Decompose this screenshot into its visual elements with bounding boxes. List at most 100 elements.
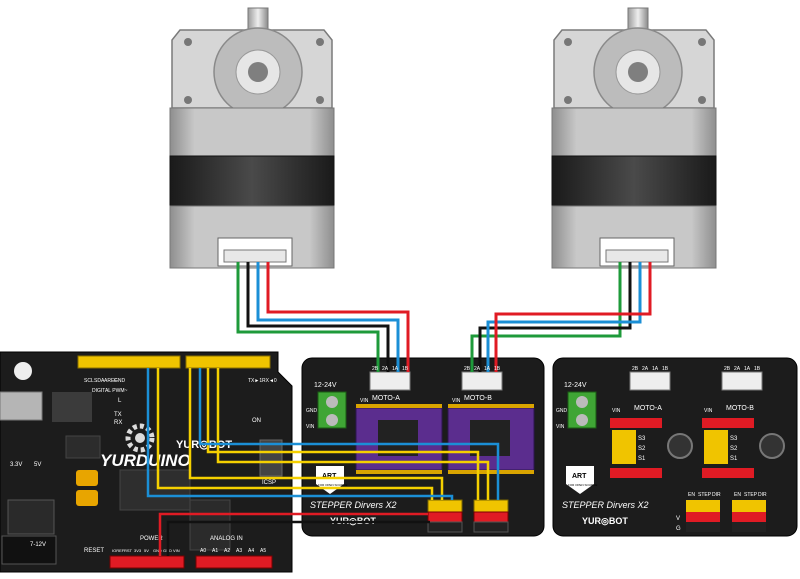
gnd-label: GND bbox=[114, 378, 126, 384]
pin-label: 2B bbox=[464, 366, 471, 372]
aref-label: AREF bbox=[104, 378, 117, 384]
wire-black-gnd bbox=[166, 520, 430, 556]
moto-b-label: MOTO-B bbox=[464, 395, 492, 402]
wire-red-b bbox=[494, 262, 652, 372]
s3b-label: S3 bbox=[730, 436, 738, 442]
arduino-model: YURDUINO bbox=[100, 451, 191, 470]
pin-label: 2A bbox=[642, 366, 649, 372]
shield-title-2: STEPPER Dirvers X2 bbox=[562, 500, 649, 510]
rx0-label: RX◄0 bbox=[262, 378, 277, 384]
sda-label: SDA bbox=[94, 378, 105, 384]
a1-label: A1 bbox=[212, 548, 218, 554]
wire-yellow-1 bbox=[156, 368, 434, 500]
shield-title: STEPPER Dirvers X2 bbox=[310, 500, 397, 510]
pin-label: 2A bbox=[474, 366, 481, 372]
wire-blue-a bbox=[256, 262, 400, 372]
wire-yellow-3 bbox=[206, 368, 480, 500]
pin-label: 2A bbox=[382, 366, 389, 372]
art-sub: FOR OPEN SOURCE bbox=[318, 483, 347, 487]
moto-a-label: MOTO-A bbox=[372, 395, 400, 402]
wire-blue-b bbox=[486, 262, 642, 372]
en-b-label: EN bbox=[734, 492, 741, 498]
gnd-label-2: GND bbox=[556, 408, 568, 414]
moto-a-pins-2: 2B 2A 1A 1B bbox=[632, 366, 669, 372]
pin-label: 1A bbox=[744, 366, 751, 372]
pin-label: 1A bbox=[484, 366, 491, 372]
stepper-motor-right bbox=[551, 7, 717, 269]
pgnd-label: GND bbox=[153, 548, 162, 553]
wire-red-a bbox=[266, 262, 410, 372]
vin-label-2: VIN bbox=[556, 424, 565, 430]
tx1-label: TX►1 bbox=[248, 378, 262, 384]
vin-b-label: VIN bbox=[452, 398, 461, 404]
a5-label: A5 bbox=[260, 548, 266, 554]
g-label: G bbox=[676, 526, 681, 532]
pin-label: 1A bbox=[652, 366, 659, 372]
analog-in-label: ANALOG IN bbox=[210, 536, 243, 542]
vin-a-label: VIN bbox=[360, 398, 369, 404]
art-badge-2: ART bbox=[572, 473, 587, 480]
s1-label: S1 bbox=[638, 456, 646, 462]
moto-b-pins: 2B 2A 1A 1B bbox=[464, 366, 501, 372]
art-sub-2: FOR OPEN SOURCE bbox=[568, 483, 597, 487]
s1b-label: S1 bbox=[730, 456, 738, 462]
wire-black-a bbox=[246, 262, 390, 372]
gnd-label: GND bbox=[306, 408, 318, 414]
shield-brand-2: YUR◎BOT bbox=[582, 516, 628, 526]
vin-b-label-2: VIN bbox=[704, 408, 713, 414]
tx-label: TX bbox=[114, 412, 122, 418]
wire-blue-en-2 bbox=[198, 368, 500, 500]
pin-label: 1B bbox=[402, 366, 409, 372]
on-label: ON bbox=[252, 418, 261, 424]
l-label: L bbox=[118, 398, 122, 404]
wire-blue-en-1 bbox=[146, 368, 454, 500]
wires bbox=[146, 262, 652, 556]
stepper-shield-plain: ART FOR OPEN SOURCE 12-24V GND VIN VIN V… bbox=[552, 357, 798, 537]
step-label: STEP bbox=[698, 492, 712, 498]
moto-a-pins: 2B 2A 1A 1B bbox=[372, 366, 409, 372]
a0-label: A0 bbox=[200, 548, 206, 554]
art-badge: ART bbox=[322, 473, 337, 480]
voltage-label: 12-24V bbox=[314, 382, 337, 389]
moto-b-label-2: MOTO-B bbox=[726, 405, 754, 412]
pin-label: 1B bbox=[662, 366, 669, 372]
pin-label: 1B bbox=[754, 366, 761, 372]
voltage-label-2: 12-24V bbox=[564, 382, 587, 389]
pin-label: 2B bbox=[632, 366, 639, 372]
a4-label: A4 bbox=[248, 548, 254, 554]
power-label: POWER bbox=[140, 536, 163, 542]
pin-label: 2B bbox=[372, 366, 379, 372]
p33-label: 3V3 bbox=[134, 548, 142, 553]
wire-red-5v bbox=[158, 512, 428, 556]
wire-black-b bbox=[478, 262, 632, 372]
a2-label: A2 bbox=[224, 548, 230, 554]
p5-label: 5V bbox=[144, 548, 149, 553]
moto-b-pins-2: 2B 2A 1A 1B bbox=[724, 366, 761, 372]
digital-label: DIGITAL PWM~ bbox=[92, 388, 128, 394]
s2b-label: S2 bbox=[730, 446, 738, 452]
pin-label: 1B bbox=[494, 366, 501, 372]
vin-label: VIN bbox=[306, 424, 315, 430]
stepper-shield-wired: ART FOR OPEN SOURCE 12-24V GND VIN VIN V… bbox=[301, 357, 545, 537]
v5-label: 5V bbox=[34, 462, 41, 468]
moto-a-label-2: MOTO-A bbox=[634, 405, 662, 412]
step-b-label: STEP bbox=[744, 492, 758, 498]
s2-label: S2 bbox=[638, 446, 646, 452]
dir-label: DIR bbox=[712, 492, 721, 498]
icsp-label: ICSP bbox=[262, 480, 276, 486]
pin-label: 2B bbox=[724, 366, 731, 372]
stepper-motor-left bbox=[169, 7, 335, 269]
rx-label: RX bbox=[114, 420, 122, 426]
v-label: V bbox=[676, 516, 680, 522]
pin-label: 2A bbox=[734, 366, 741, 372]
reset-label: RESET bbox=[84, 548, 104, 554]
vin-label: VIN bbox=[173, 548, 180, 553]
wire-yellow-4 bbox=[216, 368, 490, 500]
vin-a-label-2: VIN bbox=[612, 408, 621, 414]
wire-yellow-2 bbox=[188, 368, 444, 500]
wire-green-a bbox=[236, 262, 380, 372]
a3-label: A3 bbox=[236, 548, 242, 554]
ioref-label: IOREF bbox=[112, 548, 125, 553]
rst-label: RST bbox=[124, 548, 133, 553]
